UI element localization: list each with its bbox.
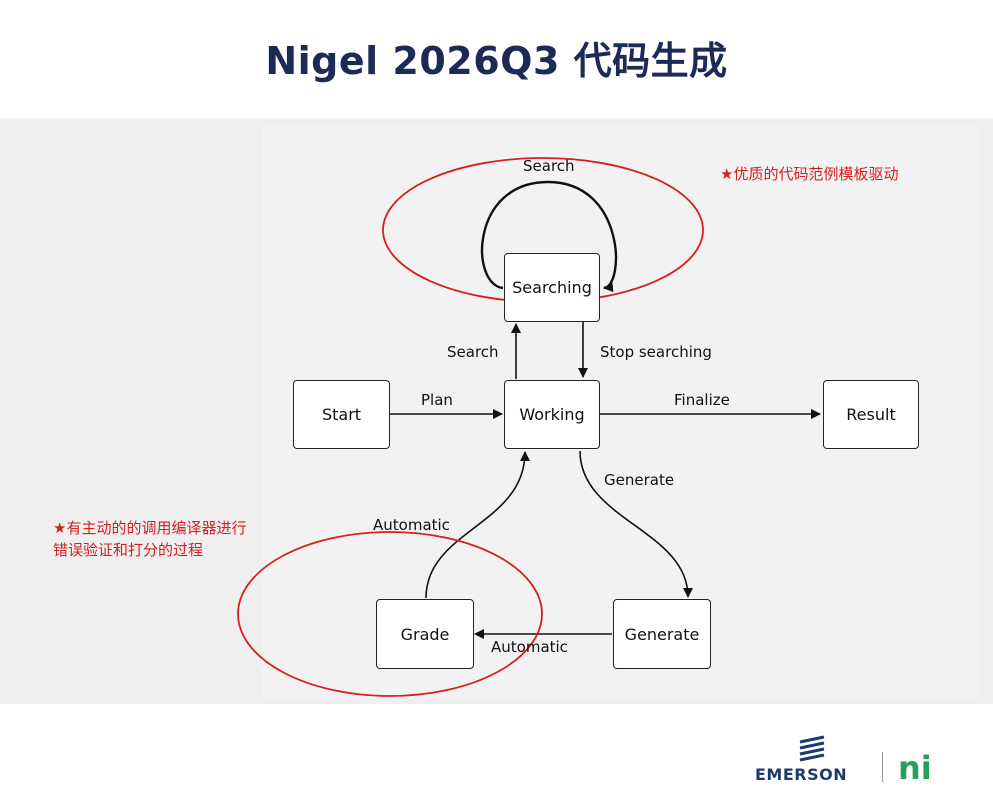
ni-logo: ni (898, 753, 932, 783)
node-result: Result (823, 380, 919, 449)
edge-label-finalize: Finalize (674, 391, 730, 409)
edge-label-plan: Plan (421, 391, 453, 409)
annotation-left: ★有主动的的调用编译器进行错误验证和打分的过程 (53, 519, 247, 559)
emerson-logo: EMERSON (755, 765, 848, 784)
edge-generate (579, 450, 693, 598)
ni-logo-text: ni (898, 753, 932, 783)
emerson-logo-mark (799, 735, 825, 762)
edge-label-generate: Generate (604, 471, 675, 489)
edge-label-search-loop: Search (523, 157, 575, 175)
annotation-top-right: ★优质的代码范例模板驱动 (720, 165, 899, 183)
page-title: Nigel 2026Q3 代码生成 (265, 39, 728, 83)
edge-label-automatic-up: Automatic (373, 516, 450, 534)
footer (0, 704, 993, 793)
edge-automatic-up (425, 451, 530, 599)
highlight-ellipse-grade (237, 531, 543, 697)
edge-label-stop-searching: Stop searching (600, 343, 712, 361)
node-searching: Searching (504, 253, 600, 322)
node-working: Working (504, 380, 600, 449)
edge-label-search: Search (447, 343, 499, 361)
node-generate: Generate (613, 599, 711, 669)
edge-search-loop (480, 180, 618, 293)
logo-divider (882, 752, 883, 782)
node-start: Start (293, 380, 390, 449)
node-grade: Grade (376, 599, 474, 669)
edge-label-automatic-left: Automatic (491, 638, 568, 656)
